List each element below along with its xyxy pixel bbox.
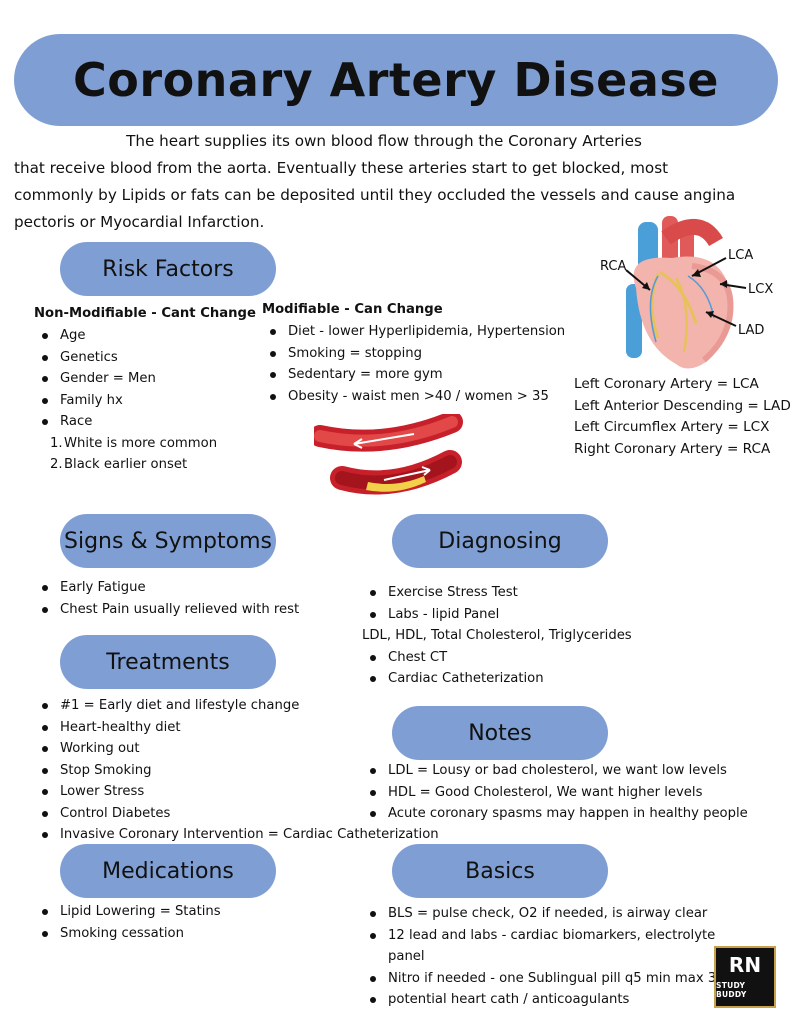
basics-block: BLS = pulse check, O2 if needed, is airw… [362, 903, 716, 1011]
notes-block: LDL = Lousy or bad cholesterol, we want … [362, 760, 748, 825]
heart-illustration: RCA LCA LCX LAD [600, 216, 773, 369]
race-sublist: 1.White is more common 2.Black earlier o… [50, 433, 256, 476]
list-item: Genetics [34, 347, 256, 369]
non-modifiable-list: Age Genetics Gender = Men Family hx Race [34, 325, 256, 433]
basics-item2-continued: panel [388, 949, 425, 964]
intro-line-3: commonly by Lipids or fats can be deposi… [14, 186, 736, 204]
signs-symptoms-title: Signs & Symptoms [64, 528, 272, 554]
list-item: Age [34, 325, 256, 347]
list-item: Early Fatigue [34, 577, 299, 599]
list-item: Sedentary = more gym [262, 364, 565, 386]
page-title: Coronary Artery Disease [73, 53, 719, 107]
lcx-label: LCX [748, 282, 773, 297]
diagnosing-header: Diagnosing [392, 514, 608, 568]
diagnosing-list-a: Exercise Stress Test Labs - lipid Panel [362, 582, 632, 625]
risk-factors-header: Risk Factors [60, 242, 276, 296]
treatments-title: Treatments [106, 649, 230, 675]
artery-abbreviations: Left Coronary Artery = LCA Left Anterior… [574, 374, 791, 460]
treatments-list: #1 = Early diet and lifestyle change Hea… [34, 695, 439, 846]
intro-paragraph: The heart supplies its own blood flow th… [14, 128, 784, 236]
list-item: Acute coronary spasms may happen in heal… [362, 803, 748, 825]
non-modifiable-heading: Non-Modifiable - Cant Change [34, 306, 256, 321]
logo-subtitle: STUDY BUDDY [716, 981, 747, 999]
risk-factors-title: Risk Factors [102, 256, 234, 282]
abbr-line: Left Coronary Artery = LCA [574, 376, 759, 392]
list-item: Gender = Men [34, 368, 256, 390]
signs-list: Early Fatigue Chest Pain usually relieve… [34, 577, 299, 620]
list-item: Control Diabetes [34, 803, 439, 825]
list-item: Family hx [34, 390, 256, 412]
list-item: Cardiac Catheterization [362, 668, 632, 690]
signs-block: Early Fatigue Chest Pain usually relieve… [34, 577, 299, 620]
diagnosing-title: Diagnosing [438, 528, 562, 554]
abbr-line: Right Coronary Artery = RCA [574, 440, 771, 457]
medications-header: Medications [60, 844, 276, 898]
list-item: Heart-healthy diet [34, 717, 439, 739]
list-item: #1 = Early diet and lifestyle change [34, 695, 439, 717]
logo-rn: RN [728, 953, 762, 977]
lca-label: LCA [728, 248, 753, 263]
list-item: Lipid Lowering = Statins [34, 901, 221, 923]
intro-line-2: that receive blood from the aorta. Event… [14, 159, 669, 177]
notes-header: Notes [392, 706, 608, 760]
modifiable-block: Modifiable - Can Change Diet - lower Hyp… [262, 302, 565, 407]
list-item: HDL = Good Cholesterol, We want higher l… [362, 782, 748, 804]
notes-title: Notes [468, 720, 532, 746]
list-item: potential heart cath / anticoagulants [362, 989, 716, 1011]
lipid-panel-detail: LDL, HDL, Total Cholesterol, Triglycerid… [362, 628, 632, 643]
diagnosing-list-b: Chest CT Cardiac Catheterization [362, 647, 632, 690]
non-modifiable-block: Non-Modifiable - Cant Change Age Genetic… [34, 306, 256, 476]
list-item: Obesity - waist men >40 / women > 35 [262, 386, 565, 408]
list-item: Labs - lipid Panel [362, 604, 632, 626]
intro-line-1: The heart supplies its own blood flow th… [126, 132, 642, 150]
title-banner: Coronary Artery Disease [14, 34, 778, 126]
list-item: Smoking = stopping [262, 343, 565, 365]
rca-label: RCA [600, 259, 626, 274]
artery-illustration [314, 414, 463, 495]
intro-line-4: pectoris or Myocardial Infarction. [14, 213, 265, 231]
list-item: Nitro if needed - one Sublingual pill q5… [362, 968, 716, 990]
list-item: Stop Smoking [34, 760, 439, 782]
diagnosing-block: Exercise Stress Test Labs - lipid Panel … [362, 582, 632, 690]
medications-title: Medications [102, 858, 234, 884]
list-item: Invasive Coronary Intervention = Cardiac… [34, 824, 439, 846]
treatments-block: #1 = Early diet and lifestyle change Hea… [34, 695, 439, 846]
lad-label: LAD [738, 323, 764, 338]
list-item: Smoking cessation [34, 923, 221, 945]
basics-title: Basics [465, 858, 535, 884]
list-item: BLS = pulse check, O2 if needed, is airw… [362, 903, 716, 925]
modifiable-list: Diet - lower Hyperlipidemia, Hypertensio… [262, 321, 565, 407]
treatments-header: Treatments [60, 635, 276, 689]
list-item: Race [34, 411, 256, 433]
list-item: 12 lead and labs - cardiac biomarkers, e… [362, 925, 716, 947]
list-item: Chest Pain usually relieved with rest [34, 599, 299, 621]
abbr-line: Left Anterior Descending = LAD [574, 397, 791, 414]
list-item: Lower Stress [34, 781, 439, 803]
basics-list: BLS = pulse check, O2 if needed, is airw… [362, 903, 716, 946]
list-item: Exercise Stress Test [362, 582, 632, 604]
rn-study-buddy-logo: RN STUDY BUDDY [714, 946, 776, 1008]
medications-list: Lipid Lowering = Statins Smoking cessati… [34, 901, 221, 944]
abbr-line: Left Circumflex Artery = LCX [574, 419, 770, 435]
list-item: 1.White is more common [50, 435, 218, 451]
modifiable-heading: Modifiable - Can Change [262, 302, 443, 317]
basics-header: Basics [392, 844, 608, 898]
list-item: LDL = Lousy or bad cholesterol, we want … [362, 760, 748, 782]
basics-list-b: Nitro if needed - one Sublingual pill q5… [362, 968, 716, 1011]
list-item: Working out [34, 738, 439, 760]
medications-block: Lipid Lowering = Statins Smoking cessati… [34, 901, 221, 944]
notes-list: LDL = Lousy or bad cholesterol, we want … [362, 760, 748, 825]
signs-symptoms-header: Signs & Symptoms [60, 514, 276, 568]
list-item: 2.Black earlier onset [50, 457, 188, 472]
list-item: Chest CT [362, 647, 632, 669]
list-item: Diet - lower Hyperlipidemia, Hypertensio… [262, 321, 565, 343]
